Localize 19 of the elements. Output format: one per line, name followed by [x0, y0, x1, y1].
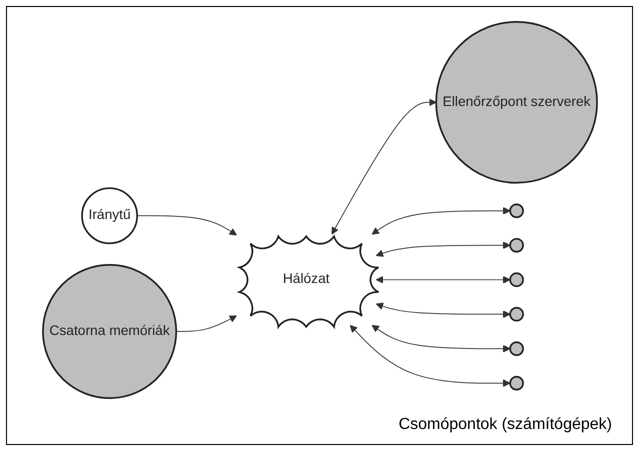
- node-circle: [509, 203, 524, 218]
- node-circle: [509, 272, 524, 288]
- node-circle: [509, 341, 524, 356]
- group-caption: Csomópontok (számítógépek): [398, 416, 612, 434]
- node-circle: [509, 306, 524, 322]
- arrow: [331, 98, 436, 235]
- arrow: [136, 215, 237, 236]
- arrow: [376, 276, 510, 284]
- arrow: [372, 324, 510, 352]
- node-circle: [509, 376, 524, 391]
- arrow: [176, 316, 237, 332]
- arrow: [376, 302, 510, 318]
- node-circle: Csatorna memóriák: [42, 264, 178, 399]
- arrow: [376, 241, 510, 257]
- arrow: [350, 324, 510, 387]
- node-circle: [509, 238, 524, 253]
- node-circle: Ellenőrzőpont szerverek: [435, 21, 598, 184]
- arrow: [372, 207, 510, 235]
- node-circle: Iránytű: [81, 187, 138, 244]
